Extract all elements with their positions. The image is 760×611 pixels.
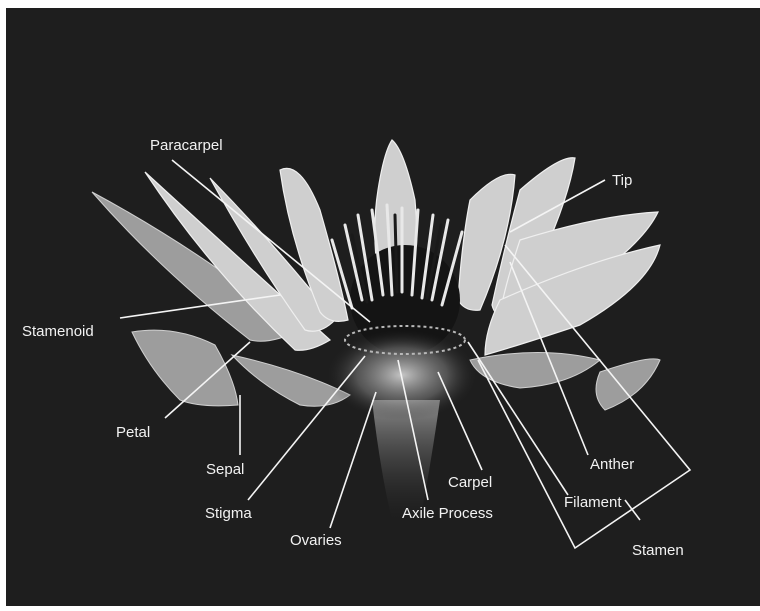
label-anther: Anther <box>590 456 634 473</box>
label-petal: Petal <box>116 424 150 441</box>
label-axile-process: Axile Process <box>402 505 493 522</box>
label-tip: Tip <box>612 172 632 189</box>
label-stamenoid: Stamenoid <box>22 323 94 340</box>
label-paracarpel: Paracarpel <box>150 137 223 154</box>
label-stamen: Stamen <box>632 542 684 559</box>
label-sepal: Sepal <box>206 461 244 478</box>
stamen-shadow <box>395 215 397 292</box>
label-ovaries: Ovaries <box>290 532 342 549</box>
label-carpel: Carpel <box>448 474 492 491</box>
label-stigma: Stigma <box>205 505 252 522</box>
label-filament: Filament <box>564 494 622 511</box>
